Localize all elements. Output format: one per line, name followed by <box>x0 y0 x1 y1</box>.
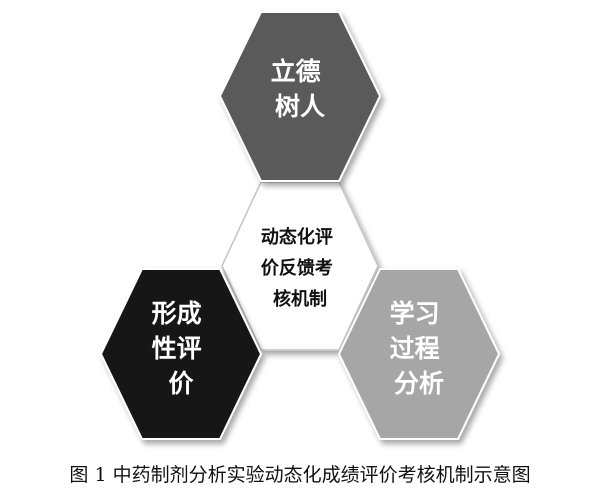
top-label: 立德 树人 <box>271 57 330 121</box>
left-hexagon-group: 形成 性评 价 <box>99 268 263 440</box>
top-hexagon-group: 立德 树人 <box>218 11 382 182</box>
right-label-line-3: 分析 <box>394 369 444 398</box>
center-label: 动态化评 价反馈考 核机制 <box>261 226 339 310</box>
left-label-line-1: 形成 <box>152 299 202 328</box>
left-label-line-3: 价 <box>168 369 194 398</box>
right-hexagon <box>337 268 501 440</box>
left-label-line-2: 性评 <box>152 334 202 363</box>
figure-caption: 图 1 中药制剂分析实验动态化成绩评价考核机制示意图 <box>69 464 531 486</box>
top-label-line-1: 立德 <box>271 57 321 86</box>
right-label-line-1: 学习 <box>390 299 440 328</box>
center-label-line-1: 动态化评 <box>261 226 333 248</box>
center-hexagon-group: 动态化评 价反馈考 核机制 <box>221 181 379 351</box>
center-label-line-2: 价反馈考 <box>261 257 333 279</box>
left-label: 形成 性评 价 <box>152 299 211 398</box>
right-hexagon-group: 学习 过程 分析 <box>337 268 501 440</box>
top-label-line-2: 树人 <box>275 92 325 121</box>
right-label: 学习 过程 分析 <box>390 299 449 398</box>
center-label-line-3: 核机制 <box>273 288 327 310</box>
left-hexagon <box>99 268 263 440</box>
right-label-line-2: 过程 <box>390 334 440 363</box>
top-hexagon <box>218 11 382 182</box>
